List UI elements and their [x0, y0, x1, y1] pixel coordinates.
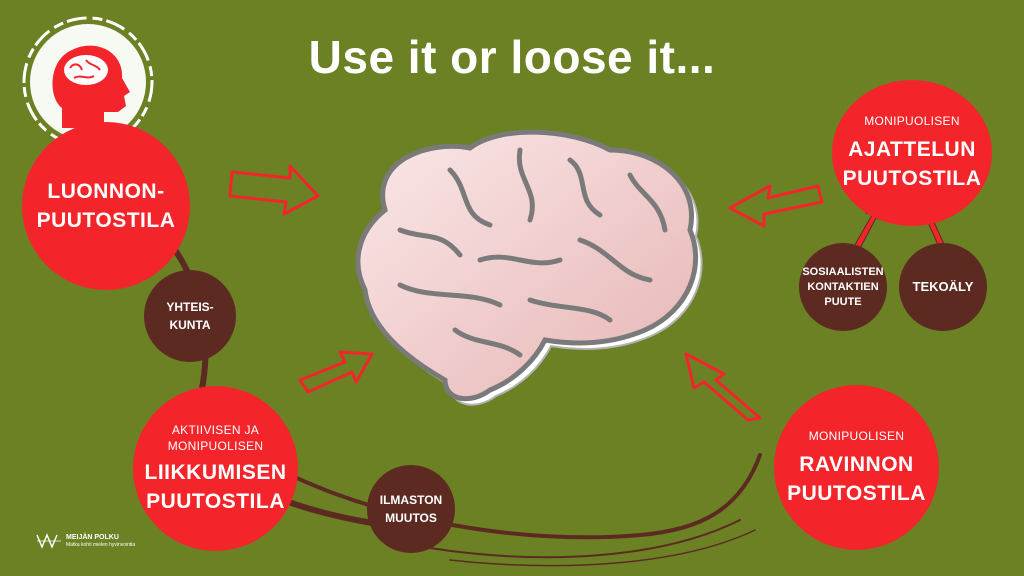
luonnon-puutostila-node: LUONNON- PUUTOSTILA	[22, 122, 190, 290]
liikunta-pre2: MONIPUOLISEN	[167, 438, 264, 453]
liikunta-line1: LIIKKUMISEN	[144, 460, 287, 484]
ajattelu-line1: AJATTELUN	[848, 138, 976, 161]
ravinto-line2: PUUTOSTILA	[787, 481, 926, 505]
arrow-icon-left-bottom	[298, 350, 374, 394]
sosiaalisten-kontaktien-node: SOSIAALISTEN KONTAKTIEN PUUTE	[799, 243, 887, 331]
luonto-line1: LUONNON-	[47, 180, 165, 203]
sosiaaliset-line1: SOSIAALISTEN	[802, 265, 884, 278]
page-title: Use it or loose it...	[308, 31, 716, 83]
tekoaly-label: TEKOÄLY	[912, 279, 974, 294]
yhteiskunta-line1: YHTEIS-	[166, 300, 214, 314]
ajattelu-line2: PUUTOSTILA	[842, 167, 982, 190]
yhteiskunta-node: YHTEIS- KUNTA	[144, 270, 236, 362]
logo-tagline: Matka kohti mielen hyvinvointia	[66, 542, 136, 548]
liikunta-line2: PUUTOSTILA	[146, 489, 285, 513]
ravinnon-puutostila-node: MONIPUOLISEN RAVINNON PUUTOSTILA	[774, 385, 939, 550]
ravinto-line1: RAVINNON	[799, 452, 914, 476]
ajattelu-pre: MONIPUOLISEN	[864, 114, 960, 128]
sosiaaliset-line3: PUUTE	[824, 295, 862, 308]
brand-logo: MEIJÄN POLKU Matka kohti mielen hyvinvoi…	[36, 532, 135, 550]
arrow-icon-left-top	[228, 164, 320, 216]
tekoaly-node: TEKOÄLY	[899, 243, 987, 331]
arrow-icon-right-bottom	[684, 352, 762, 422]
sosiaaliset-line2: KONTAKTIEN	[807, 280, 879, 293]
ravinto-pre: MONIPUOLISEN	[808, 428, 905, 443]
brain-shape	[355, 129, 699, 402]
ilmasto-line2: MUUTOS	[385, 511, 437, 525]
logo-name: MEIJÄN POLKU	[66, 534, 119, 541]
luonto-line2: PUUTOSTILA	[36, 209, 176, 232]
bottom-swoosh-2	[429, 519, 741, 559]
liikunta-pre1: AKTIIVISEN JA	[171, 422, 260, 437]
yhteiskunta-line2: KUNTA	[169, 318, 211, 332]
liikkumisen-puutostila-node: AKTIIVISEN JA MONIPUOLISEN LIIKKUMISEN P…	[133, 386, 298, 551]
logo-mark-icon	[36, 533, 61, 549]
ajattelun-puutostila-node: MONIPUOLISEN AJATTELUN PUUTOSTILA	[832, 80, 992, 226]
ilmasto-line1: ILMASTON	[379, 493, 443, 507]
arrow-icon-right-top	[728, 184, 824, 228]
ilmaston-muutos-node: ILMASTON MUUTOS	[367, 465, 455, 553]
bottom-swoosh-3	[449, 529, 756, 567]
bottom-swoosh-1	[278, 453, 762, 540]
